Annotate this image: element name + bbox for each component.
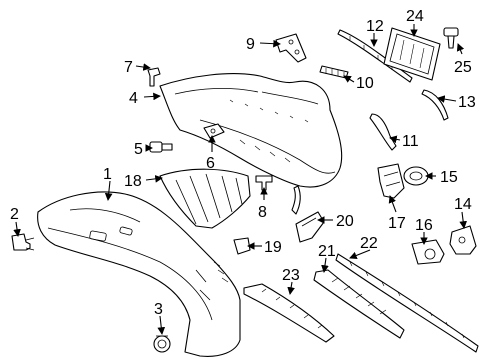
leader-18 bbox=[145, 175, 163, 183]
callout-8: 8 bbox=[258, 204, 267, 221]
leader-13 bbox=[437, 95, 457, 103]
leader-17 bbox=[388, 195, 397, 213]
leader-3 bbox=[157, 315, 166, 335]
leader-1 bbox=[104, 180, 113, 201]
callout-13: 13 bbox=[458, 94, 476, 111]
callout-1: 1 bbox=[103, 166, 112, 183]
callout-12: 12 bbox=[366, 18, 384, 35]
part-20-bracket bbox=[295, 211, 325, 243]
leader-11 bbox=[389, 135, 401, 144]
callout-23: 23 bbox=[282, 267, 300, 284]
callout-14: 14 bbox=[454, 196, 472, 213]
callout-9: 9 bbox=[246, 36, 255, 53]
leader-9 bbox=[259, 39, 281, 48]
part-12-trim-strip bbox=[337, 29, 413, 83]
callout-3: 3 bbox=[154, 301, 163, 318]
callout-4: 4 bbox=[129, 90, 138, 107]
part-15-sensor bbox=[403, 166, 429, 186]
leader-10 bbox=[343, 75, 355, 83]
part-1-bumper-cover-lower bbox=[37, 191, 241, 357]
part-3-grommet bbox=[153, 335, 171, 353]
leader-4 bbox=[143, 92, 161, 101]
callout-10: 10 bbox=[356, 75, 374, 92]
leader-21 bbox=[321, 257, 329, 273]
callout-22: 22 bbox=[360, 235, 378, 252]
part-22-long-trim bbox=[335, 253, 479, 353]
part-13-side-strip bbox=[421, 89, 449, 121]
part-10-reflector bbox=[319, 65, 349, 79]
part-8-clip bbox=[255, 175, 273, 191]
leader-22 bbox=[349, 249, 371, 260]
callout-18: 18 bbox=[124, 173, 142, 190]
part-21-lower-trim bbox=[313, 269, 405, 339]
leader-23 bbox=[287, 281, 295, 295]
leader-25 bbox=[456, 43, 465, 55]
callout-5: 5 bbox=[134, 141, 143, 158]
part-25-screw bbox=[443, 27, 459, 49]
callout-15: 15 bbox=[440, 169, 458, 186]
callout-11: 11 bbox=[402, 133, 419, 150]
callout-2: 2 bbox=[10, 206, 19, 223]
callout-20: 20 bbox=[336, 213, 354, 230]
part-11-side-bracket bbox=[369, 113, 397, 151]
part-23-deflector bbox=[243, 283, 335, 343]
part-24-license-bracket bbox=[383, 27, 441, 81]
callout-24: 24 bbox=[406, 8, 424, 25]
part-5-bolt bbox=[149, 141, 173, 153]
part-7-clip bbox=[147, 67, 161, 87]
callout-numbers: 1 2 3 4 5 6 7 8 9 10 11 12 13 14 15 16 1… bbox=[10, 8, 476, 318]
part-4-bumper-cover-upper bbox=[159, 73, 343, 215]
callout-7: 7 bbox=[124, 59, 133, 76]
leader-7 bbox=[135, 63, 151, 71]
part-16-parking-sensor bbox=[411, 239, 445, 265]
leader-2 bbox=[13, 221, 21, 237]
part-19-clip bbox=[233, 237, 251, 255]
part-14-bracket bbox=[449, 225, 477, 255]
callout-6: 6 bbox=[206, 155, 215, 172]
callout-25: 25 bbox=[454, 59, 472, 76]
part-18-diffuser bbox=[159, 168, 251, 229]
callout-21: 21 bbox=[318, 243, 336, 260]
part-2-clip bbox=[11, 233, 35, 251]
part-6-bracket bbox=[203, 123, 225, 139]
callout-17: 17 bbox=[388, 215, 406, 232]
callout-19: 19 bbox=[264, 239, 282, 256]
part-9-bracket bbox=[275, 33, 307, 63]
leader-14 bbox=[459, 211, 467, 229]
callout-16: 16 bbox=[415, 217, 433, 234]
leader-lines bbox=[13, 24, 467, 335]
part-17-sensor-bracket bbox=[377, 163, 405, 199]
